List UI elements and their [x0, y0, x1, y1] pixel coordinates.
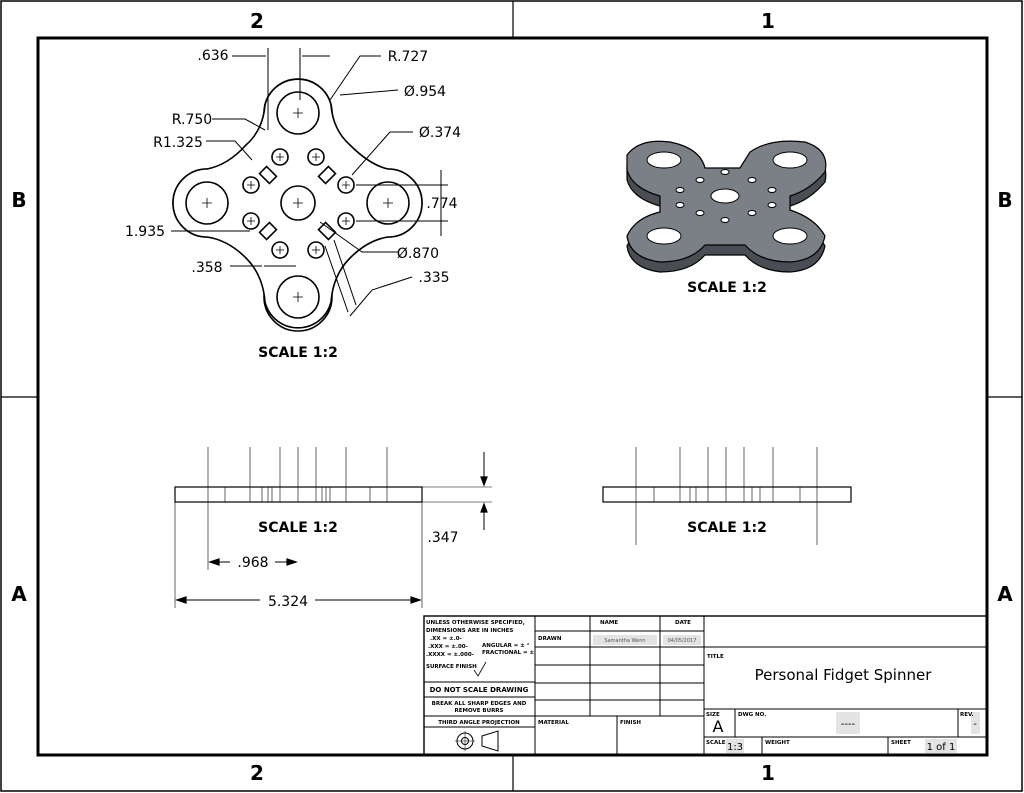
dim-5324: 5.324	[268, 594, 308, 610]
top-view	[172, 78, 423, 332]
weight-label: WEIGHT	[765, 740, 790, 746]
tol-xxxx: .XXXX = ±.000-	[426, 652, 474, 658]
title-block	[423, 615, 988, 756]
tol-fractional: FRACTIONAL = ±	[482, 650, 535, 656]
isometric-view	[626, 140, 827, 273]
dim-1935: 1.935	[125, 224, 165, 240]
sheet-label: SHEET	[891, 740, 911, 746]
rev-label: REV.	[960, 712, 974, 718]
do-not-scale-note: DO NOT SCALE DRAWING	[430, 686, 529, 694]
dim-r750: R.750	[172, 112, 212, 128]
third-angle-projection-icon	[455, 730, 499, 752]
side-view-scale: SCALE 1:2	[687, 520, 767, 536]
col-date-header: DATE	[675, 620, 691, 626]
top-view-dimension-lines	[171, 48, 448, 317]
tol-angular: ANGULAR = ± °	[482, 643, 530, 649]
tolerance-note-1: UNLESS OTHERWISE SPECIFIED,	[426, 620, 525, 626]
zone-left-b: B	[11, 188, 26, 212]
title-label: TITLE	[707, 654, 724, 660]
dim-dia374: Ø.374	[419, 125, 461, 141]
top-view-scale: SCALE 1:2	[258, 345, 338, 361]
zone-right-a: A	[997, 582, 1013, 606]
zone-right-b: B	[997, 188, 1012, 212]
sheet-value: 1 of 1	[927, 742, 956, 753]
side-view	[602, 447, 852, 545]
surface-finish-icon	[473, 661, 487, 677]
dim-774: .774	[426, 196, 457, 212]
drawing-title: Personal Fidget Spinner	[755, 666, 933, 684]
zone-top-2: 2	[250, 9, 264, 33]
front-view-scale: SCALE 1:2	[258, 520, 338, 536]
break-edges-note-2: REMOVE BURRS	[454, 708, 503, 714]
drawn-name: Samantha Wenn	[604, 638, 645, 644]
size-label: SIZE	[706, 712, 720, 718]
dim-dia954: Ø.954	[404, 84, 446, 100]
front-view	[174, 447, 492, 608]
surface-finish-label: SURFACE FINISH	[426, 664, 477, 670]
col-name-header: NAME	[600, 620, 618, 626]
zone-top-1: 1	[761, 9, 775, 33]
drawn-label: DRAWN	[538, 636, 562, 642]
zone-bottom-1: 1	[761, 761, 775, 785]
scale-value: 1:3	[727, 742, 743, 753]
zone-left-a: A	[11, 582, 27, 606]
dim-335: .335	[418, 270, 449, 286]
dwg-no-value: ----	[841, 719, 856, 730]
scale-label: SCALE	[706, 740, 726, 746]
break-edges-note-1: BREAK ALL SHARP EDGES AND	[432, 701, 527, 707]
tol-xxx: .XXX = ±.00-	[428, 644, 468, 650]
projection-label: THIRD ANGLE PROJECTION	[438, 720, 520, 726]
zone-bottom-2: 2	[250, 761, 264, 785]
dim-dia870: Ø.870	[397, 246, 439, 262]
tol-xx: .XX = ±.0-	[430, 636, 462, 642]
size-value: A	[713, 717, 724, 736]
material-label: MATERIAL	[538, 720, 569, 726]
dim-347: .347	[427, 530, 458, 546]
drawn-date: 04/05/2017	[668, 638, 697, 644]
dim-r727: R.727	[388, 49, 428, 65]
dim-968: .968	[237, 555, 268, 571]
title-block-fills	[593, 635, 980, 753]
iso-view-scale: SCALE 1:2	[687, 280, 767, 296]
rev-value: -	[973, 719, 977, 730]
dim-636: .636	[197, 48, 228, 64]
dwg-no-label: DWG NO.	[738, 712, 766, 718]
dim-r1325: R1.325	[153, 135, 203, 151]
finish-label: FINISH	[620, 720, 641, 726]
dim-358: .358	[191, 260, 222, 276]
tolerance-note-2: DIMENSIONS ARE IN INCHES	[426, 628, 513, 634]
